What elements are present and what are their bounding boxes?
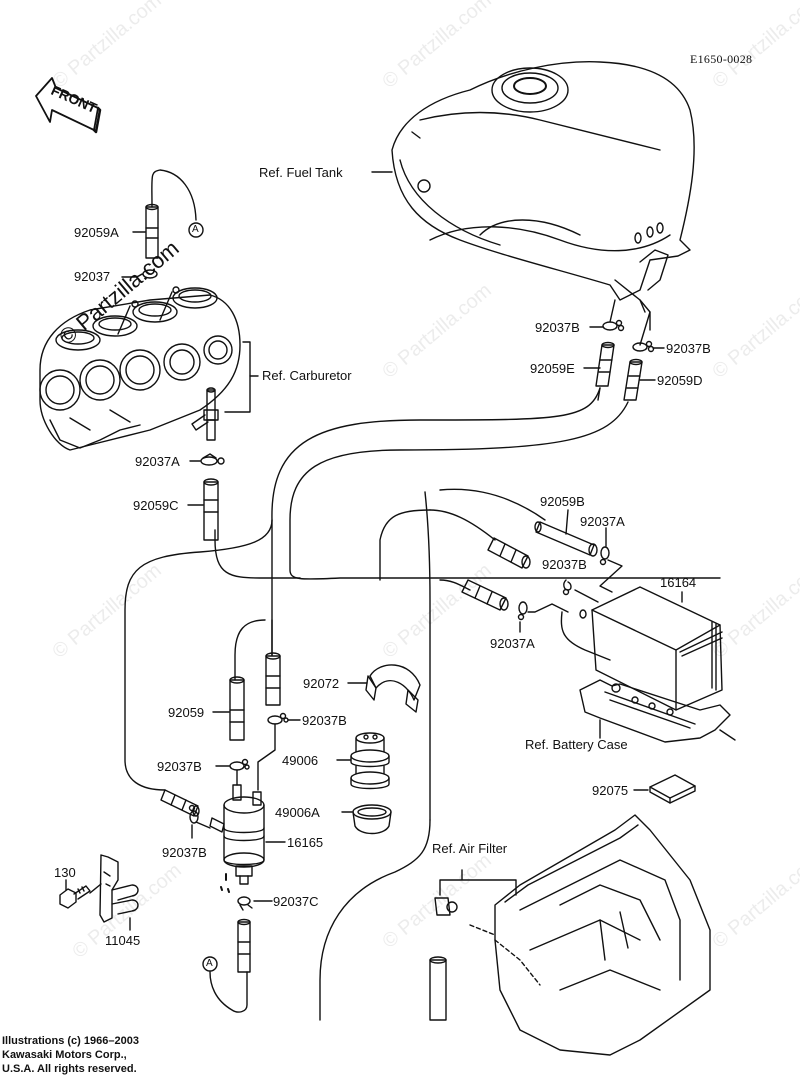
front-arrow-icon (35, 77, 102, 134)
copyright-line: Illustrations (c) 1966–2003 (2, 1035, 139, 1047)
part-92059A[interactable]: 92059A (74, 225, 119, 240)
clip-92037C (237, 896, 253, 911)
part-92037B[interactable]: 92037B (542, 557, 587, 572)
hose-inline-mid (487, 537, 531, 569)
hose-route-left (124, 519, 273, 791)
carburetor-drawing (39, 286, 241, 451)
diagram-code: E1650-0028 (690, 52, 753, 66)
clip-92037A-top (200, 453, 225, 466)
clip-92037B-pump-left (229, 758, 250, 771)
part-92059D[interactable]: 92059D (657, 373, 703, 388)
canister-16164 (579, 586, 723, 711)
clamp-92072 (365, 664, 421, 713)
hose-air-filter (429, 956, 447, 1021)
leader-line (565, 509, 569, 535)
hose-route-canister (319, 488, 546, 1021)
hose-92059 (229, 676, 245, 741)
hose-pump-outlet (209, 918, 251, 1013)
fuel-pump-16165 (209, 784, 265, 885)
part-92075[interactable]: 92075 (592, 783, 629, 798)
part-49006[interactable]: 49006 (282, 753, 319, 768)
hose-line (527, 603, 569, 613)
part-92037[interactable]: 92037 (74, 269, 111, 284)
hose-line (257, 723, 276, 791)
battery-case-drawing (579, 679, 736, 743)
carburetor-fitting (191, 387, 219, 441)
clip-92037A-canister-top (599, 546, 610, 566)
part-16165[interactable]: 16165 (287, 835, 324, 850)
part-92037B[interactable]: 92037B (535, 320, 580, 335)
connector-a-marker-top (188, 222, 204, 238)
clip-92037B-canister (562, 579, 572, 596)
hose-line (574, 589, 599, 603)
bolt-130 (59, 885, 91, 909)
connector-a-label-top: A (192, 224, 199, 235)
part-92037B[interactable]: 92037B (666, 341, 711, 356)
part-92059C[interactable]: 92059C (133, 498, 179, 513)
hose-pump-inlet (160, 789, 200, 817)
ref-air-filter: Ref. Air Filter (432, 841, 508, 856)
ref-battery-case: Ref. Battery Case (525, 737, 628, 752)
part-92037A[interactable]: 92037A (580, 514, 625, 529)
hose-92059D (623, 358, 643, 401)
copyright-line: Kawasaki Motors Corp., (2, 1049, 127, 1061)
part-130[interactable]: 130 (54, 865, 76, 880)
hose-92059C (203, 478, 219, 541)
leader-carburetor (224, 341, 251, 413)
part-92059[interactable]: 92059 (168, 705, 205, 720)
hose-line (599, 559, 623, 593)
part-92037C[interactable]: 92037C (273, 894, 319, 909)
part-16164[interactable]: 16164 (660, 575, 697, 590)
connector-a-label-bottom: A (206, 958, 213, 969)
damper-49006 (350, 732, 390, 790)
clip-92037B-pump-bottom (188, 804, 199, 824)
bracket-11045 (89, 854, 139, 923)
part-92059B[interactable]: 92059B (540, 494, 585, 509)
part-92037B[interactable]: 92037B (162, 845, 207, 860)
part-92037A[interactable]: 92037A (135, 454, 180, 469)
clip-92037B-tank-right (632, 340, 655, 353)
hose-inline-low (461, 579, 509, 611)
ref-carburetor: Ref. Carburetor (262, 368, 352, 383)
part-92037B[interactable]: 92037B (157, 759, 202, 774)
grommet-49006A (352, 804, 392, 835)
ref-fuel-tank: Ref. Fuel Tank (259, 165, 343, 180)
part-92037B[interactable]: 92037B (302, 713, 347, 728)
hose-line (609, 299, 616, 323)
clip-92037B-pump-right (267, 712, 289, 725)
fuel-tank-drawing (391, 61, 695, 331)
part-92072[interactable]: 92072 (303, 676, 340, 691)
dash-marks (220, 873, 230, 893)
clip-92037B-tank-left (602, 319, 625, 332)
hose-92059-upper (265, 652, 281, 706)
part-92059E[interactable]: 92059E (530, 361, 575, 376)
pad-92075 (649, 774, 696, 804)
copyright-notice: Illustrations (c) 1966–2003 Kawasaki Mot… (2, 1034, 139, 1076)
clip-92037A-canister-bottom (517, 601, 528, 621)
hose-line (560, 611, 611, 661)
connector-a-marker-bottom (202, 956, 218, 972)
hose-line (639, 311, 651, 346)
part-11045[interactable]: 11045 (105, 933, 141, 948)
hose-line (195, 821, 211, 829)
leader-air-filter (439, 869, 517, 896)
hose-92059E (595, 341, 615, 387)
part-92037A[interactable]: 92037A (490, 636, 535, 651)
part-49006A[interactable]: 49006A (275, 805, 320, 820)
leader-line (121, 273, 144, 278)
hose-92059B (534, 521, 598, 557)
air-filter-fitting (434, 897, 458, 916)
hose-92059A (145, 169, 197, 259)
copyright-line: U.S.A. All rights reserved. (2, 1063, 137, 1075)
